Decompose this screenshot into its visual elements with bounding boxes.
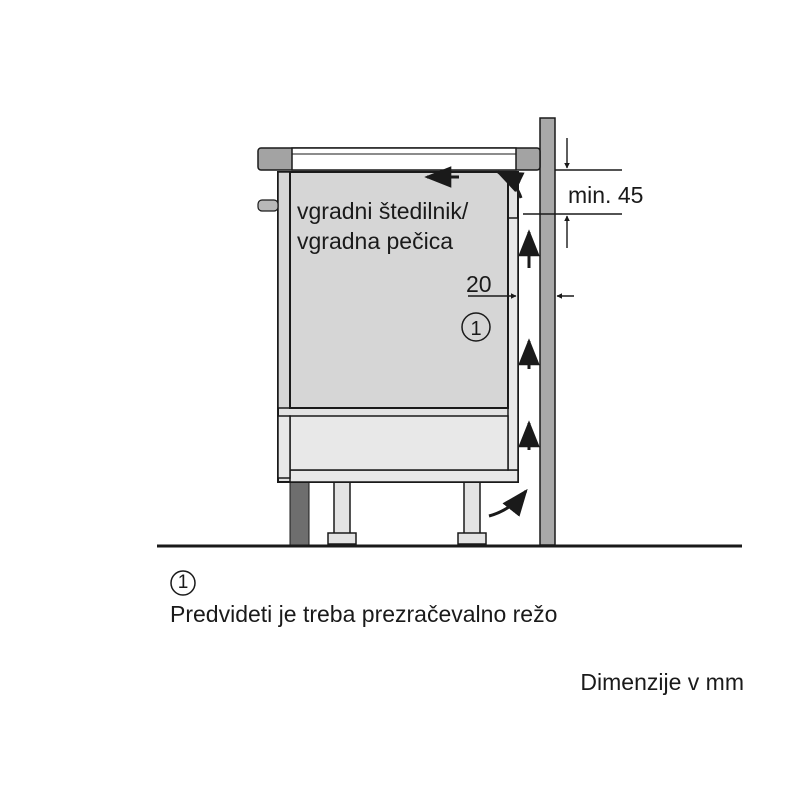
oven-knob-icon — [257, 199, 279, 212]
cabinet-leg-left — [333, 481, 351, 535]
drawer — [289, 415, 509, 471]
airflow-intake-arrow-icon — [488, 488, 528, 518]
cabinet-bottom-shelf — [289, 469, 519, 483]
cabinet-back-panel — [507, 217, 519, 471]
callout-circle-icon — [461, 312, 491, 342]
dimension-20: 20 — [466, 271, 492, 297]
dimension-min-45: min. 45 — [568, 182, 643, 208]
cabinet-foot-left — [327, 532, 357, 545]
airflow-outlet-curve-icon — [495, 170, 525, 199]
callout-marker: 1 — [470, 318, 481, 340]
units-note: Dimenzije v mm — [580, 669, 744, 695]
wall — [539, 117, 556, 546]
appliance-label-line2: vgradna pečica — [297, 228, 453, 254]
plinth — [289, 481, 310, 546]
oven-body — [289, 171, 509, 409]
cabinet-foot-right — [457, 532, 487, 545]
legend-circle-icon — [170, 570, 196, 596]
legend-text: Predvideti je treba prezračevalno režo — [170, 601, 558, 627]
legend-marker: 1 — [169, 569, 197, 597]
cabinet-leg-right — [463, 481, 481, 535]
drawer-front — [277, 415, 291, 479]
oven-front-strip — [277, 171, 291, 409]
legend-marker-number: 1 — [177, 572, 189, 593]
hob — [291, 147, 517, 171]
appliance-label-line1: vgradni štedilnik/ — [297, 198, 469, 224]
